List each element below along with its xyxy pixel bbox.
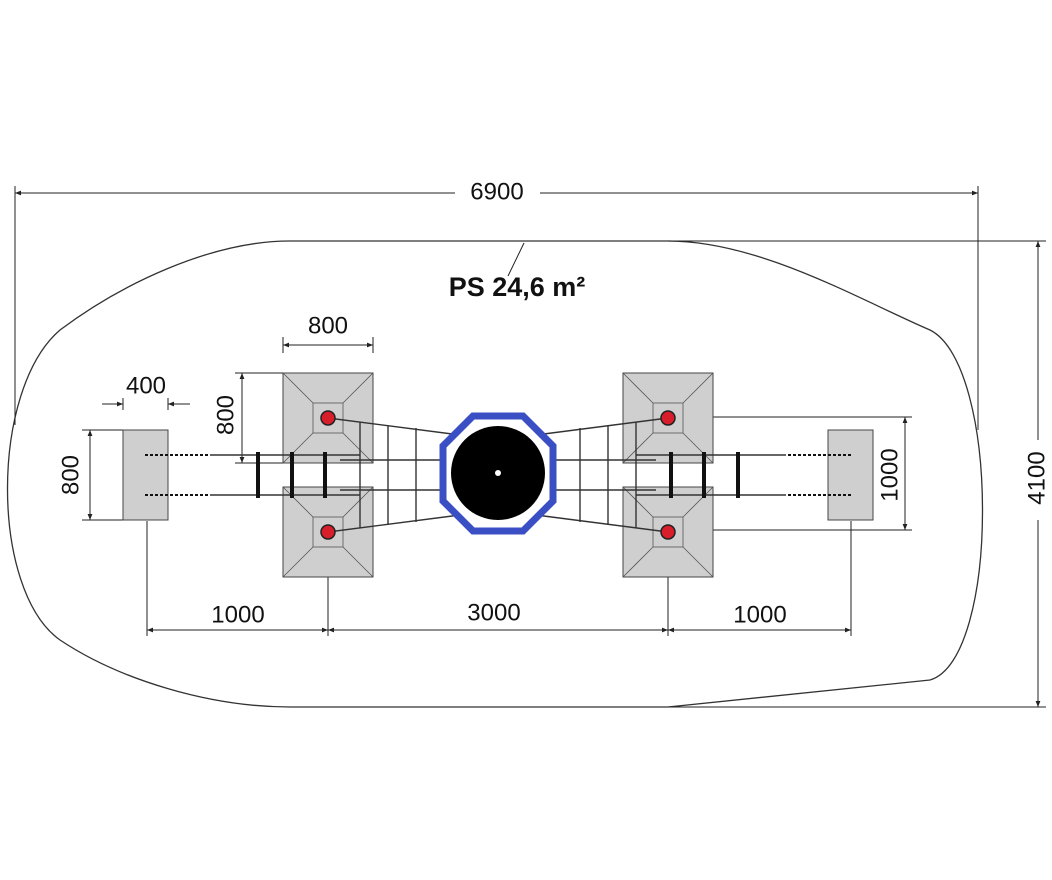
label-block-width: 400 bbox=[126, 372, 166, 399]
rope-net-right bbox=[535, 417, 669, 533]
beam-assembly-left bbox=[145, 452, 360, 498]
label-tower-width: 800 bbox=[308, 312, 348, 339]
tower-pad-bottom-left bbox=[282, 486, 374, 578]
rope-net-left bbox=[327, 417, 461, 533]
dimension-block-height: 800 bbox=[57, 429, 123, 521]
label-total-width: 6900 bbox=[470, 178, 523, 205]
central-net-frame bbox=[439, 412, 557, 535]
post-top-left bbox=[320, 410, 336, 426]
label-block-height: 800 bbox=[57, 455, 84, 495]
safety-zone-outline bbox=[6, 240, 984, 708]
post-top-right bbox=[660, 410, 676, 426]
post-bottom-left bbox=[320, 524, 336, 540]
posts bbox=[320, 410, 676, 540]
label-total-height: 4100 bbox=[1023, 451, 1050, 504]
safety-area-leader bbox=[507, 242, 525, 277]
dimension-bottom-spacing: 1000 3000 1000 bbox=[146, 521, 852, 636]
anchor-block-left bbox=[122, 429, 169, 521]
label-bridge-width: 1000 bbox=[876, 448, 903, 501]
label-spacing-left: 1000 bbox=[211, 601, 264, 628]
dimension-total-height: 4100 bbox=[668, 240, 1050, 708]
dimension-tower-width: 800 bbox=[282, 312, 374, 353]
anchor-block-right bbox=[827, 429, 874, 521]
beam-assembly-right bbox=[636, 452, 851, 498]
dimension-block-width: 400 bbox=[102, 372, 190, 410]
dimension-tower-height: 800 bbox=[212, 372, 290, 464]
label-tower-height: 800 bbox=[212, 395, 239, 435]
dimension-total-width: 6900 bbox=[14, 178, 979, 430]
post-bottom-right bbox=[660, 524, 676, 540]
label-spacing-center: 3000 bbox=[467, 599, 520, 626]
label-spacing-right: 1000 bbox=[733, 601, 786, 628]
label-safety-area: PS 24,6 m² bbox=[449, 272, 586, 302]
